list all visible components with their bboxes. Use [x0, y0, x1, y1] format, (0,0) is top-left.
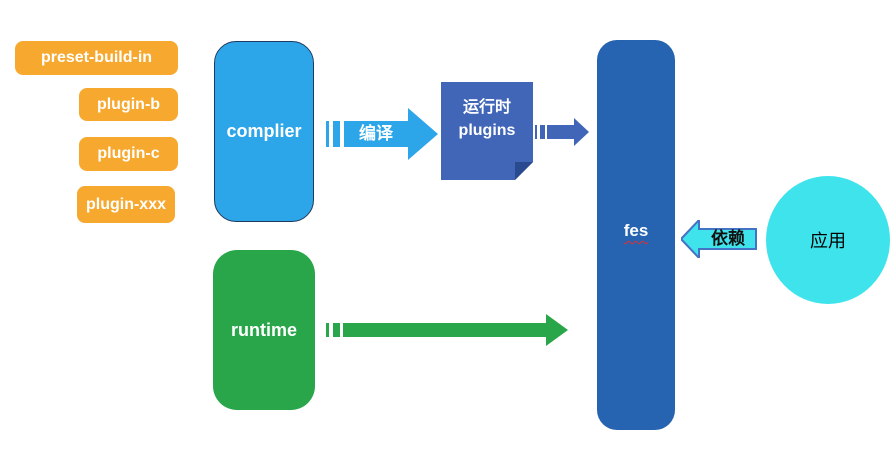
node-plugin-c: plugin-c — [79, 137, 178, 171]
node-preset-build-in: preset-build-in — [15, 41, 178, 75]
runtime-plugins-note — [441, 82, 533, 180]
node-app: 应用 — [766, 176, 890, 304]
node-complier: complier — [214, 41, 314, 222]
compile-arrow — [326, 108, 438, 160]
runtime-to-fes-arrow — [326, 314, 568, 346]
app-depends-arrow — [681, 220, 757, 258]
node-runtime: runtime — [213, 250, 315, 410]
fes-label: fes — [623, 221, 649, 240]
runtime-plugins-label-line1: 运行时 — [462, 99, 511, 116]
runtime-plugins-label: 运行时 plugins — [441, 96, 533, 142]
app-label: 应用 — [810, 231, 846, 251]
node-plugin-xxx: plugin-xxx — [77, 186, 175, 223]
node-plugin-b: plugin-b — [79, 88, 178, 121]
complier-label: complier — [226, 121, 302, 141]
runtime-plugins-label-line2: plugins — [458, 122, 516, 139]
runtime-label: runtime — [230, 319, 297, 340]
plugins-to-fes-arrow — [535, 118, 589, 146]
node-fes: fes — [597, 40, 675, 430]
